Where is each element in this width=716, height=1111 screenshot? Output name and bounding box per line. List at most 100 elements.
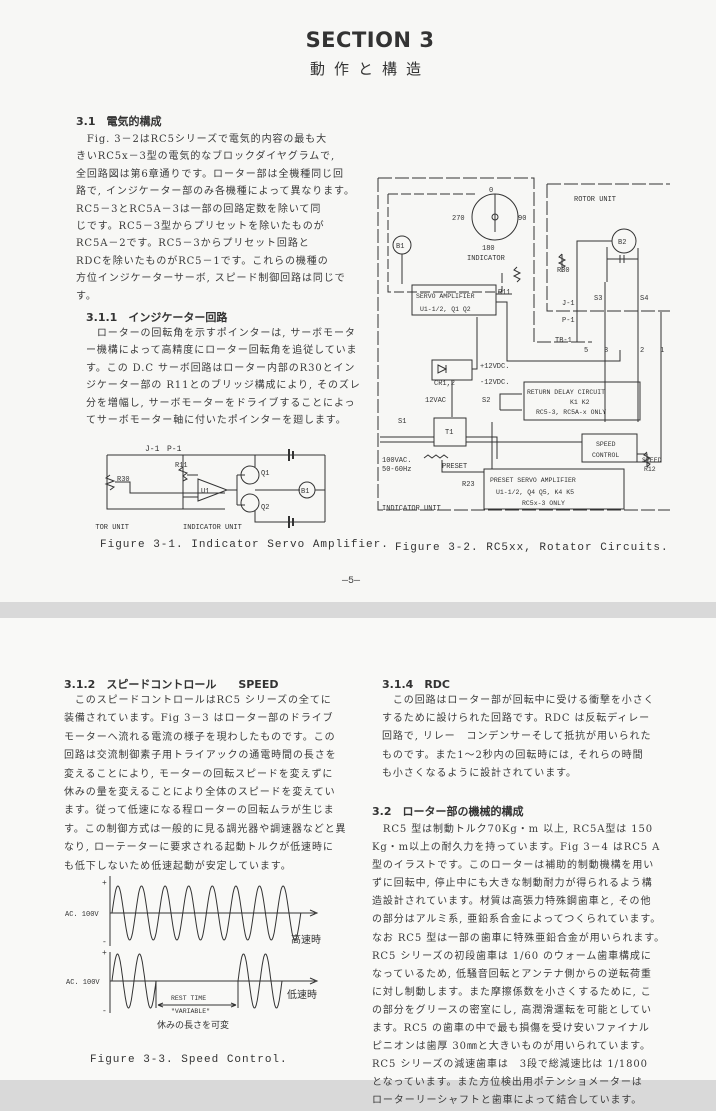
label-rotor-unit: ROTOR UNIT: [574, 196, 616, 204]
paragraph-line: 方位インジケーターサーボ, スピード制御回路は同じで: [76, 273, 346, 285]
paragraph-line: この回路はローター部が回転中に受ける衝撃を小さく: [382, 695, 655, 706]
page-number: —5—: [342, 576, 361, 587]
label-speed-control-1: SPEED: [596, 441, 616, 448]
paragraph-line: となっています。また方位検出用ポテンショメーターは: [372, 1077, 643, 1089]
label-preset-parts: U1-1/2, Q4 Q5, K4 K5: [496, 489, 574, 496]
label-rotor-unit: ROTOR UNIT: [95, 524, 129, 532]
label-servo-amplifier: SERVO AMPLIFIER: [416, 293, 475, 300]
label-preset: PRESET: [442, 463, 467, 471]
paragraph-line: なり, ローテーターに要求される起動トルクが低速時に: [64, 842, 334, 854]
label-speed-r12-1: SPEED: [642, 457, 662, 464]
label-terminal-3: 3: [604, 347, 608, 355]
label-rdc-models: RC5-3, RC5A-x ONLY: [536, 409, 606, 416]
paragraph-line: 全回路図は第6章通りです。ローター部は全機種同じ回: [76, 168, 344, 180]
figure-3-1-caption: Figure 3-1. Indicator Servo Amplifier.: [100, 539, 389, 551]
low-speed-label: 低速時: [287, 988, 317, 1001]
paragraph-line: ずに回転中, 停止中にも大きな制動耐力が得られるよう構: [372, 878, 653, 890]
manual-page-5: SECTION 3 動作と構造 3.1 電気的構成 Fig. 3－2はRC5シリ…: [0, 0, 716, 602]
low-speed-wave: [111, 953, 283, 1009]
variable-label: "VARIABLE": [171, 1008, 210, 1015]
paragraph-line: ローターリーシャフトと歯車によって結合しています。: [372, 1095, 643, 1107]
label-t1: T1: [445, 429, 453, 437]
paragraph-line: RC5 型は制動トルク70Kg・m 以上, RC5A型は 150: [372, 824, 654, 835]
high-speed-wave: [111, 885, 302, 941]
label-tb1: TB-1: [555, 337, 572, 345]
figure-3-1-schematic: J-1 P-1 R11 R30 U1 Q1 Q2 B1 ROTOR UNIT I…: [95, 445, 326, 532]
label-100vac: 100VAC.: [382, 457, 411, 465]
label-p1: P-1: [167, 445, 182, 454]
heading-3-1: 3.1 電気的構成: [76, 115, 162, 128]
label-r23: R23: [462, 481, 475, 489]
paragraph-line: の部分はアルミ系, 亜鉛系合金によってつくられています。: [372, 914, 662, 926]
label-b1: B1: [396, 243, 404, 251]
label-q1: Q1: [261, 470, 269, 478]
heading-3-1-1: 3.1.1 インジケーター回路: [86, 311, 228, 324]
minus-label-top: -: [102, 938, 107, 947]
label-50-60hz: 50-60Hz: [382, 466, 411, 474]
paragraph-line: も低下しないため低速起動が安定しています。: [64, 860, 292, 872]
figure-3-2-caption: Figure 3-2. RC5xx, Rotator Circuits.: [395, 542, 669, 554]
plus-label-top: +: [102, 879, 107, 888]
label-speed-control-2: CONTROL: [592, 452, 619, 459]
label-cr: CR1,2: [434, 380, 455, 388]
label-12vac: 12VAC: [425, 397, 446, 405]
paragraph-line: 分を増幅し, サーボモーターをドライブすることによっ: [86, 397, 356, 409]
paragraph-line: てサーボモーター軸に付いたポインターを廻します。: [86, 415, 347, 427]
paragraph-line: このスピードコントロールはRC5 シリーズの全てに: [64, 695, 332, 706]
label-r30: R30: [557, 267, 570, 275]
label-plus-12vdc: +12VDC.: [480, 363, 509, 371]
heading-3-1-4: 3.1.4 RDC: [382, 678, 450, 691]
label-j1: J-1: [145, 445, 160, 454]
label-rdc-parts: K1 K2: [570, 399, 590, 406]
section-subtitle: 動作と構造: [309, 60, 430, 78]
paragraph-line: す。: [76, 290, 97, 302]
label-return-delay-circuit: RETURN DELAY CIRCUIT: [527, 389, 605, 396]
label-j1: J-1: [562, 300, 575, 308]
label-terminal-2: 2: [640, 347, 644, 355]
paragraph-line: す。この D.C サーボ回路はローター内部のR30とイン: [86, 362, 356, 374]
label-preset-servo-amplifier: PRESET SERVO AMPLIFIER: [490, 477, 576, 484]
minus-label-bottom: -: [102, 1007, 107, 1016]
label-b2: B2: [618, 239, 626, 247]
paragraph-line: なお RC5 型は一部の歯車に特殊亜鉛合金が用いられます。: [372, 932, 665, 944]
heading-3-2: 3.2 ローター部の機械的構成: [372, 805, 524, 818]
paragraph-line: モーターへ流れる電流の様子を現わしたものです。この: [64, 731, 336, 743]
ac-100v-label-bottom: AC. 100V: [66, 979, 100, 987]
label-r11: R11: [498, 289, 511, 297]
label-b1: B1: [301, 488, 309, 496]
paragraph-line: Kg・m以上の耐久力を持っています。Fig 3－4 はRC5 A: [372, 842, 661, 854]
label-s4: S4: [640, 295, 648, 303]
paragraph-line: ものです。また1～2秒内の回転時には, それらの時間: [382, 749, 644, 761]
paragraph-line: RC5－3とRC5A－3は一部の回路定数を除いて同: [76, 203, 322, 215]
paragraph-line: 装備されています。Fig 3－3 はローター部のドライブ: [64, 713, 334, 725]
paragraph-line: ます。従って低速になる程ローターの回転ムラが生じま: [64, 805, 335, 817]
paragraph-line: ます。RC5 の歯車の中で最も損傷を受け安いファイナル: [372, 1023, 650, 1035]
label-90-deg: 90: [518, 215, 526, 223]
paragraph-line: 変えることにより, モーターの回転スピードを変えずに: [64, 768, 334, 780]
label-preset-models: RC5x-3 ONLY: [522, 500, 565, 507]
label-s2: S2: [482, 397, 490, 405]
label-p1: P-1: [562, 317, 575, 325]
label-indicator-unit: INDICATOR UNIT: [382, 505, 441, 513]
paragraph-3-1-4: この回路はローター部が回転中に受ける衝撃を小さくするために設けられた回路です。R…: [382, 692, 655, 783]
manual-page-6: 3.1.2 スピードコントロール SPEED このスピードコントロールはRC5 …: [0, 618, 716, 1106]
figure-3-3-waveforms: + - + - AC. 100V AC. 100V 高速時 低速時 REST T…: [65, 876, 321, 1031]
label-u1: U1: [201, 488, 209, 496]
label-indicator: INDICATOR: [467, 255, 506, 263]
paragraph-line: RC5A－2です。RC5－3からプリセット回路と: [76, 238, 310, 250]
section-title: SECTION 3: [305, 28, 435, 52]
figure-3-3-caption: Figure 3-3. Speed Control.: [90, 1054, 288, 1066]
paragraph-line: するために設けられた回路です。RDC は反転ディレー: [382, 713, 651, 725]
ac-100v-label-top: AC. 100V: [65, 911, 99, 919]
paragraph-line: す。この制御方式は一般的に見る調光器や調速器などと異: [64, 823, 347, 835]
paragraph-line: 路で, インジケーター部のみ各機種によって異なります。: [76, 186, 355, 198]
paragraph-line: に対し制動します。また摩擦係数を小さくするために, こ: [372, 986, 652, 998]
paragraph-line: 型のイラストです。このローターは補助的制動機構を用い: [372, 860, 655, 872]
label-s1: S1: [398, 418, 406, 426]
paragraph-line: じです。RC5－3型からプリセットを除いたものが: [76, 221, 325, 233]
paragraph-line: ピニオンは歯厚 30㎜と大きいものが用いられています。: [372, 1041, 651, 1053]
paragraph-line: きいRC5x－3型の電気的なブロックダイヤグラムで,: [76, 151, 336, 163]
paragraph-line: も小さくなるように設計されています。: [382, 767, 577, 779]
label-terminal-1: 1: [660, 347, 664, 355]
